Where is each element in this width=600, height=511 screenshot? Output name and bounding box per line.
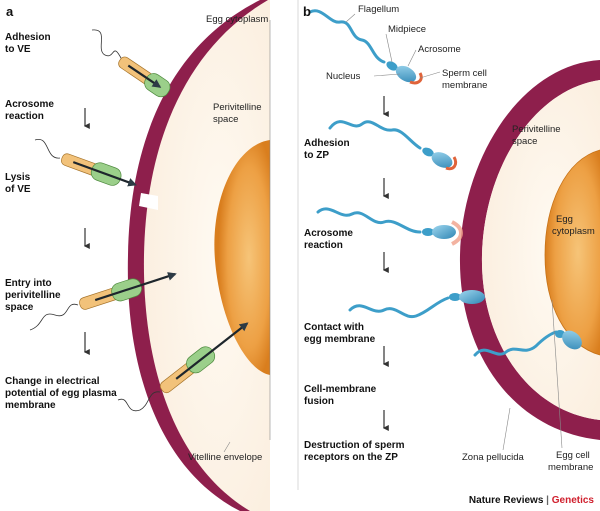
leader-line: [385, 33, 393, 63]
label-perivitelline-b-1: Perivitelline: [512, 124, 561, 135]
label-perivitelline-a-2: space: [213, 114, 238, 125]
step-b-3-line-2: egg membrane: [304, 334, 376, 345]
label-perivitelline-a-1: Perivitelline: [213, 102, 262, 113]
step-b-2-line-2: reaction: [304, 240, 343, 251]
panel-a-letter: a: [6, 4, 14, 19]
label-egg-cell-membrane-1: Egg cell: [556, 450, 590, 461]
sperm-b-5: [473, 330, 582, 357]
step-a-5-line-1: Change in electrical: [5, 376, 100, 387]
step-a-4-line-1: Entry into: [5, 278, 52, 289]
zona-pellucida-shape: [459, 60, 600, 440]
step-b-4-line-2: fusion: [304, 396, 334, 407]
label-egg-cell-membrane-2: membrane: [548, 462, 593, 473]
sperm-b-1: [308, 9, 423, 85]
sperm-a-3: [29, 272, 177, 331]
panel-a: a Adhesion to VE Acrosome reaction Lysis…: [5, 0, 271, 511]
panel-b-letter: b: [303, 4, 311, 19]
credit-journal: Nature Reviews: [469, 495, 544, 506]
step-a-1-line-1: Adhesion: [5, 32, 51, 43]
step-a-2-line-2: reaction: [5, 111, 44, 122]
label-nucleus: Nucleus: [326, 71, 361, 82]
label-sperm-cell-membrane-2: membrane: [442, 80, 487, 91]
sperm-b-4: [348, 290, 485, 319]
step-b-5-line-1: Destruction of sperm: [304, 440, 405, 451]
panel-b: b Flagellum Midpiece Acrosome Nucleus Sp…: [303, 4, 600, 473]
step-b-1-line-2: to ZP: [304, 150, 329, 161]
sperm-a-1: [91, 29, 171, 98]
label-zona-pellucida: Zona pellucida: [462, 452, 525, 463]
step-a-4-line-2: perivitelline: [5, 290, 61, 301]
egg-cytoplasm-b: [545, 150, 600, 355]
label-perivitelline-b-2: space: [512, 136, 537, 147]
step-b-1-line-1: Adhesion: [304, 138, 350, 149]
leader-line: [373, 73, 401, 77]
label-sperm-cell-membrane-1: Sperm cell: [442, 68, 487, 79]
journal-credit: Nature Reviews | Genetics: [469, 495, 595, 506]
envelope-lysis-gap: [139, 193, 158, 210]
leader-line: [502, 407, 511, 451]
leader-line: [345, 13, 356, 23]
credit-separator: |: [543, 495, 551, 506]
sperm-a-2: [34, 139, 137, 187]
step-b-3-line-1: Contact with: [304, 322, 364, 333]
sperm-a-4: [117, 322, 249, 412]
label-vitelline-envelope: Vitelline envelope: [188, 452, 262, 463]
step-b-5-line-2: receptors on the ZP: [304, 452, 398, 463]
step-a-2-line-1: Acrosome: [5, 99, 54, 110]
leader-line: [551, 299, 563, 449]
step-a-3-line-2: of VE: [5, 184, 31, 195]
leader-line: [223, 441, 231, 453]
credit-section: Genetics: [552, 495, 595, 506]
label-acrosome: Acrosome: [418, 44, 461, 55]
label-egg-cytoplasm-b-1: Egg: [556, 214, 573, 225]
step-b-2-line-1: Acrosome: [304, 228, 353, 239]
label-midpiece: Midpiece: [388, 24, 426, 35]
sperm-b-3: [316, 207, 463, 246]
step-b-4-line-1: Cell-membrane: [304, 384, 377, 395]
sperm-b-2: [328, 120, 458, 171]
step-a-5-line-3: membrane: [5, 400, 56, 411]
leader-line: [407, 49, 417, 67]
label-flagellum: Flagellum: [358, 4, 399, 15]
label-egg-cytoplasm-a: Egg cytoplasm: [206, 14, 268, 25]
leader-line: [419, 71, 441, 79]
step-a-5-line-2: potential of egg plasma: [5, 388, 117, 399]
egg-cytoplasm-a: [214, 140, 270, 375]
step-a-4-line-3: space: [5, 302, 34, 313]
label-egg-cytoplasm-b-2: cytoplasm: [552, 226, 595, 237]
step-a-3-line-1: Lysis: [5, 172, 31, 183]
step-a-1-line-2: to VE: [5, 44, 31, 55]
